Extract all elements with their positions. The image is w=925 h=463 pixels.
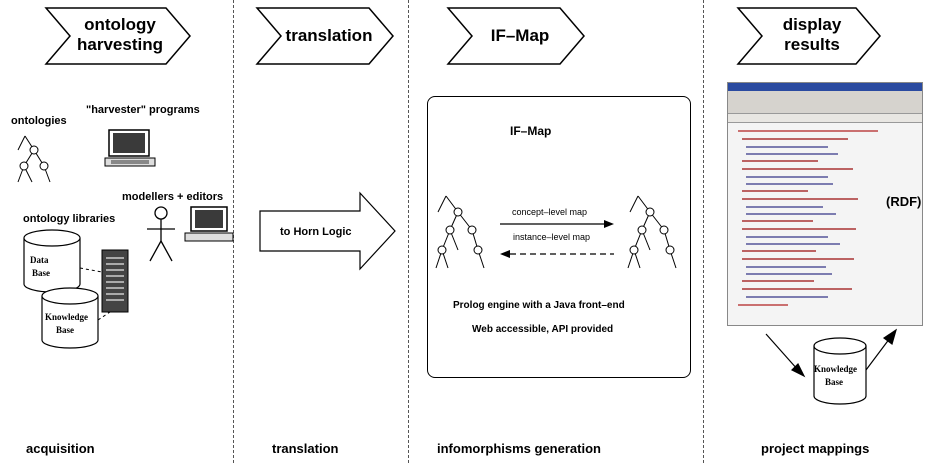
concept-map-label: concept–level map [512,207,588,217]
computer-icon [104,129,156,167]
footer-translation: translation [272,441,339,456]
rdf-label: (RDF) [886,194,922,209]
db1-line1: Data [30,255,49,265]
ifmap-box [427,96,691,378]
display-knowledge-base [765,328,898,405]
harvester-label: "harvester" programs [86,104,200,116]
footer-infomorphisms: infomorphisms generation [437,441,601,456]
db2-line1: Knowledge [45,312,89,322]
ifmap-title: IF–Map [510,124,552,138]
ontology-tree-icon [17,135,51,183]
prolog-engine-text: Prolog engine with a Java front–end [453,300,625,311]
ontology-tree-left [435,195,485,269]
db2-line2: Base [56,325,74,335]
horn-logic-label: to Horn Logic [280,226,352,238]
library-diagram [23,229,129,349]
stage-label-translation: translation [285,26,373,45]
ontologies-label: ontologies [11,115,67,127]
kb-line2: Base [825,377,843,387]
libraries-label: ontology libraries [23,213,116,225]
stage-label-ifmap: IF–Map [490,26,550,45]
stage-chevron-4 [736,7,881,65]
divider-1 [233,0,234,463]
instance-map-label: instance–level map [513,232,591,242]
divider-3 [703,0,704,463]
web-accessible-text: Web accessible, API provided [472,324,614,335]
stage-chevron-3 [446,7,585,65]
kb-line1: Knowledge [814,364,858,374]
modeller-icon [147,206,234,262]
horn-logic-arrow [259,191,396,271]
footer-acquisition: acquisition [26,441,95,456]
db1-line2: Base [32,268,50,278]
stage-chevron-1 [44,7,191,65]
modellers-label: modellers + editors [122,191,224,203]
stage-chevron-2 [255,7,394,65]
ontology-tree-right [627,195,677,269]
divider-2 [408,0,409,463]
rdf-browser-screenshot [727,82,923,326]
map-arrows [500,220,614,258]
footer-project-mappings: project mappings [761,441,870,456]
